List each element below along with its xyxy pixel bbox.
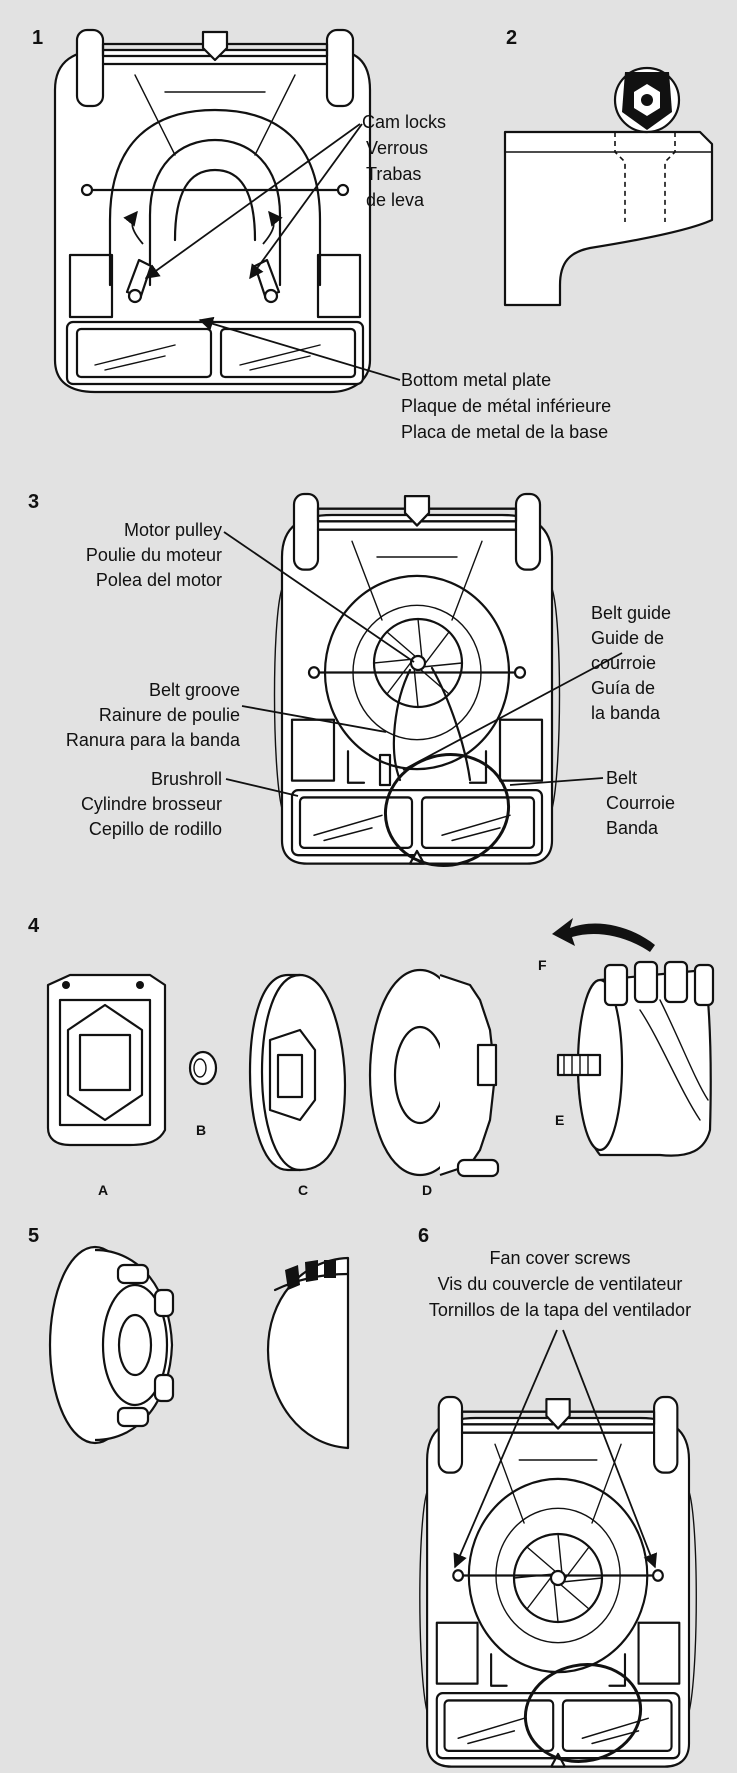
svg-text:Cam locks: Cam locks (362, 112, 446, 132)
step-6-number: 6 (418, 1225, 429, 1247)
step-2: 2 (503, 27, 714, 307)
step-3: 3 Motor pulley Poulie du moteur Polea de… (28, 491, 675, 867)
screw-leader-left (453, 1329, 558, 1569)
side-view-base (503, 130, 714, 307)
svg-text:Verrous: Verrous (366, 138, 428, 158)
svg-text:Trabas: Trabas (366, 164, 421, 184)
vacuum-base-step-1 (53, 28, 372, 394)
svg-text:Cepillo de rodillo: Cepillo de rodillo (89, 819, 222, 839)
svg-text:F: F (538, 957, 547, 973)
svg-text:Courroie: Courroie (606, 793, 675, 813)
svg-text:Tornillos de la tapa del venti: Tornillos de la tapa del ventilador (429, 1300, 691, 1320)
belt-label: Belt Courroie Banda (606, 768, 675, 838)
svg-text:Belt: Belt (606, 768, 637, 788)
step-4: 4 (28, 915, 715, 1198)
step-2-number: 2 (506, 27, 517, 49)
step-6: 6 Fan cover screws Vis du couvercle de v… (418, 1225, 698, 1768)
part-d-seal (368, 968, 500, 1178)
part-c-fan (248, 973, 347, 1172)
screw-leader-right (562, 1329, 658, 1569)
fan-assembly (48, 1245, 175, 1445)
fan-cover-screws-label: Fan cover screws Vis du couvercle de ven… (429, 1248, 691, 1320)
part-b-nut (188, 1050, 218, 1086)
svg-text:Polea del motor: Polea del motor (96, 570, 222, 590)
cam-lock-leader-left (144, 123, 361, 279)
svg-text:Banda: Banda (606, 818, 659, 838)
bottom-plate-leader (198, 316, 401, 381)
motor-pulley-label: Motor pulley Poulie du moteur Polea del … (86, 520, 222, 590)
step-5: 5 (28, 1225, 350, 1450)
svg-text:courroie: courroie (591, 653, 656, 673)
brushroll-leader (225, 778, 299, 797)
part-a-fan-cover (46, 973, 167, 1147)
vacuum-base-step-6 (418, 1395, 698, 1768)
belt-groove-label: Belt groove Rainure de poulie Ranura par… (66, 680, 241, 750)
belt-groove (378, 753, 392, 787)
step-3-number: 3 (28, 491, 39, 513)
cam-lock-leader-right (249, 123, 363, 280)
svg-text:Vis du couvercle de ventilateu: Vis du couvercle de ventilateur (438, 1274, 683, 1294)
svg-text:Brushroll: Brushroll (151, 769, 222, 789)
svg-text:Guía de: Guía de (591, 678, 655, 698)
step-1-number: 1 (32, 27, 43, 49)
svg-text:Poulie du moteur: Poulie du moteur (86, 545, 222, 565)
svg-text:Belt guide: Belt guide (591, 603, 671, 623)
part-e-f-motor (552, 918, 715, 1157)
motor-end-view (266, 1256, 350, 1450)
bottom-plate-label: Bottom metal plate Plaque de métal infér… (401, 370, 611, 442)
belt-leader (509, 777, 604, 786)
svg-text:Plaque de métal inférieure: Plaque de métal inférieure (401, 396, 611, 416)
svg-text:B: B (196, 1122, 206, 1138)
svg-text:Fan cover screws: Fan cover screws (489, 1248, 630, 1268)
step-5-number: 5 (28, 1225, 39, 1247)
svg-text:la banda: la banda (591, 703, 661, 723)
belt-guide-leader (402, 652, 623, 771)
svg-text:Bottom metal plate: Bottom metal plate (401, 370, 551, 390)
belt-loop (383, 666, 511, 867)
svg-text:Rainure de poulie: Rainure de poulie (99, 705, 240, 725)
cam-locks-label: Cam locks Verrous Trabas de leva (362, 112, 446, 210)
svg-text:Cylindre brosseur: Cylindre brosseur (81, 794, 222, 814)
part-labels: A B C D E F (98, 957, 564, 1198)
svg-text:C: C (298, 1182, 308, 1198)
svg-text:de leva: de leva (366, 190, 425, 210)
svg-text:A: A (98, 1182, 108, 1198)
svg-text:Placa de metal de la base: Placa de metal de la base (401, 422, 608, 442)
svg-text:Ranura para la banda: Ranura para la banda (66, 730, 241, 750)
step-1: 1 (32, 27, 611, 442)
socket-wrench-icon (613, 66, 681, 134)
svg-text:Guide de: Guide de (591, 628, 664, 648)
step-4-number: 4 (28, 915, 40, 937)
svg-text:Motor pulley: Motor pulley (124, 520, 222, 540)
vacuum-base-step-3 (273, 492, 561, 865)
svg-text:E: E (555, 1112, 564, 1128)
belt-guide-label: Belt guide Guide de courroie Guía de la … (591, 603, 671, 723)
belt-groove-leader (241, 705, 387, 733)
brushroll-label: Brushroll Cylindre brosseur Cepillo de r… (81, 769, 222, 839)
svg-text:D: D (422, 1182, 432, 1198)
motor-pulley-leader (223, 531, 415, 663)
svg-text:Belt groove: Belt groove (149, 680, 240, 700)
